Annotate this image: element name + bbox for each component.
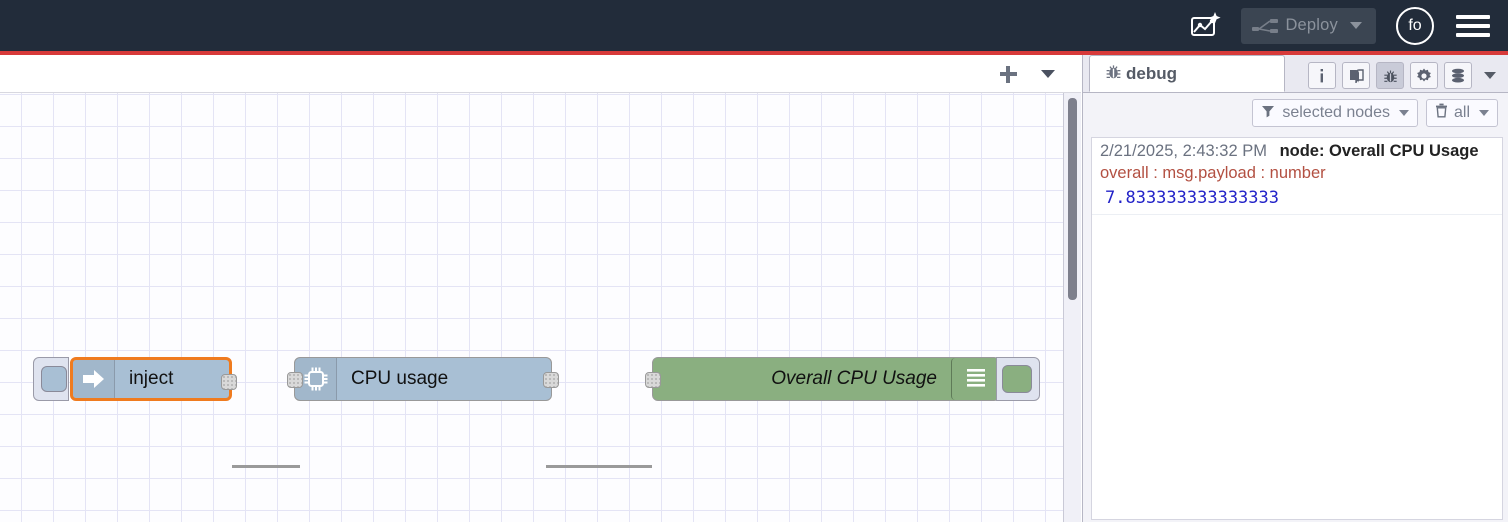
menu-bar-1 [1456, 14, 1490, 19]
debug-message-list[interactable]: 2/21/2025, 2:43:32 PM node: Overall CPU … [1091, 137, 1503, 520]
node-cpu-usage-body[interactable]: CPU usage [287, 357, 559, 401]
trash-icon [1435, 103, 1448, 123]
debug-toolbar: selected nodes all [1083, 93, 1508, 133]
chevron-down-icon[interactable] [1484, 72, 1496, 79]
canvas-scrollbar-thumb[interactable] [1068, 98, 1077, 300]
debug-filter-button[interactable]: selected nodes [1252, 99, 1418, 127]
sidebar-icon-group [1302, 62, 1504, 89]
menu-bar-2 [1456, 23, 1490, 28]
user-avatar[interactable]: fo [1396, 6, 1434, 45]
node-inject-body[interactable]: inject [70, 357, 237, 401]
ai-flow-generate-icon[interactable] [1183, 8, 1227, 44]
node-cpu-usage[interactable]: CPU usage [287, 357, 559, 401]
tab-debug[interactable]: debug [1089, 55, 1285, 92]
flow-canvas[interactable]: inject CPU usa [0, 93, 1063, 522]
debug-message-value: 7.833333333333333 [1105, 188, 1279, 208]
cpu-usage-input-port[interactable] [287, 372, 303, 388]
node-overall-cpu-usage-body[interactable]: Overall CPU Usage [645, 357, 1000, 401]
inject-button-inner[interactable] [41, 366, 67, 392]
debug-message-topic: overall : msg.payload : number [1100, 164, 1326, 182]
plus-icon[interactable] [993, 59, 1023, 89]
debug-bug-icon[interactable] [1376, 62, 1404, 89]
debug-clear-button[interactable]: all [1425, 99, 1498, 127]
node-inject-label: inject [129, 368, 174, 389]
debug-enable-button-tab[interactable] [996, 357, 1040, 401]
debug-clear-label: all [1453, 104, 1470, 121]
app-header: Deploy fo [0, 0, 1508, 51]
debug-message-timestamp: 2/21/2025, 2:43:32 PM [1100, 142, 1267, 160]
debug-message-header: 2/21/2025, 2:43:32 PM node: Overall CPU … [1100, 142, 1502, 161]
config-gear-icon[interactable] [1410, 62, 1438, 89]
wire-inject-to-cpu [232, 465, 300, 468]
debug-filter-label: selected nodes [1282, 104, 1390, 121]
deploy-icon [1251, 16, 1279, 36]
debug-enable-button-inner[interactable] [1002, 365, 1032, 393]
library-book-icon[interactable] [1342, 62, 1370, 89]
node-overall-cpu-usage-label: Overall CPU Usage [771, 368, 937, 389]
sidebar-panel: debug [1082, 55, 1508, 522]
node-cpu-usage-label: CPU usage [351, 368, 449, 389]
debug-lines-icon [951, 358, 999, 400]
inject-output-port[interactable] [221, 374, 237, 390]
chevron-down-icon[interactable] [1350, 22, 1362, 29]
canvas-vertical-scrollbar[interactable] [1063, 93, 1081, 522]
deploy-button[interactable]: Deploy [1241, 7, 1376, 44]
debug-input-port[interactable] [645, 372, 661, 388]
hamburger-menu-icon[interactable] [1456, 10, 1490, 42]
node-overall-cpu-usage[interactable]: Overall CPU Usage [645, 357, 1044, 401]
chevron-down-icon[interactable] [1041, 69, 1055, 78]
menu-bar-3 [1456, 32, 1490, 37]
wire-cpu-to-debug [546, 465, 652, 468]
cpu-usage-output-port[interactable] [543, 372, 559, 388]
user-initials: fo [1408, 16, 1422, 34]
header-accent-line [0, 51, 1508, 55]
inject-button-tab[interactable] [33, 357, 69, 401]
info-icon[interactable] [1308, 62, 1336, 89]
node-inject[interactable]: inject [33, 357, 237, 401]
context-data-icon[interactable] [1444, 62, 1472, 89]
debug-message[interactable]: 2/21/2025, 2:43:32 PM node: Overall CPU … [1092, 138, 1502, 215]
debug-message-source-node[interactable]: node: Overall CPU Usage [1279, 142, 1479, 160]
sidebar-tabrow: debug [1083, 55, 1508, 93]
workspace-tabbar [0, 55, 1081, 93]
deploy-label: Deploy [1285, 16, 1338, 34]
filter-funnel-icon [1261, 104, 1275, 123]
tab-debug-label: debug [1126, 63, 1177, 83]
chevron-down-icon [1398, 110, 1409, 116]
chevron-down-icon [1479, 110, 1489, 116]
inject-arrow-icon [73, 360, 115, 398]
bug-icon [1104, 62, 1123, 86]
